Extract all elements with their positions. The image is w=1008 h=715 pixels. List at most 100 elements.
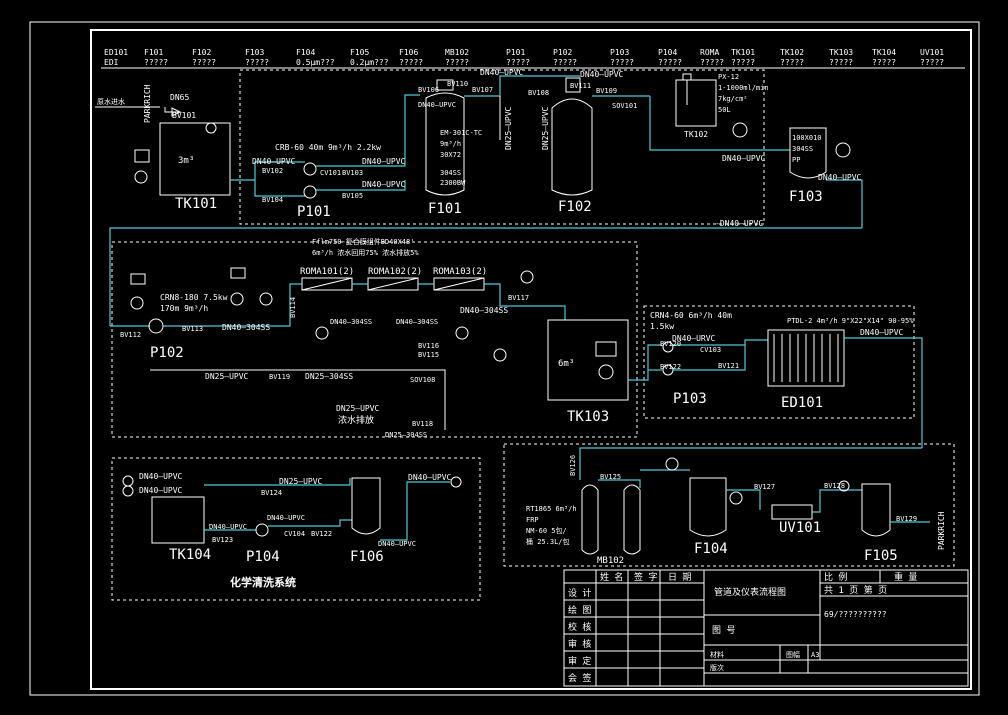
chem-return	[204, 478, 351, 486]
p104-label: P104	[246, 549, 280, 565]
bv123-label: BV123	[212, 536, 233, 544]
tk103-label: TK103	[567, 409, 609, 425]
gauge-ro-2	[493, 348, 507, 362]
bv129-label: BV129	[896, 515, 917, 523]
tb-scale: 比 例	[824, 571, 847, 583]
f103-label: F103	[789, 189, 823, 205]
dn40-chem-3: DN40—UPVC	[209, 523, 247, 531]
header-tag-4: F104	[296, 48, 315, 57]
header-desc-14: ?????	[780, 58, 804, 67]
header-tag-2: F102	[192, 48, 211, 57]
header-desc-3: ?????	[245, 58, 269, 67]
bv125-label: BV125	[600, 473, 621, 481]
header-tag-1: F101	[144, 48, 163, 57]
ro-spec-2: 6m³/h 浓水回用75% 浓水排放5%	[312, 248, 419, 257]
gauge-p102-1	[130, 296, 144, 310]
flow-meter-2	[455, 326, 469, 340]
tb-row-2: 校 核	[568, 621, 591, 633]
ed101-spec: PTDL-2 4m³/h 9"X22"X14" 90-95%	[787, 317, 914, 325]
header-tag-11: P104	[658, 48, 677, 57]
to-f103-pipe	[649, 96, 790, 151]
header-tag-5: F105	[350, 48, 369, 57]
bv107-label: BV107	[472, 86, 493, 94]
bv122-chem-label: BV122	[311, 530, 332, 538]
header-desc-5: 0.2μm???	[350, 58, 389, 67]
pump-p101-a	[303, 162, 317, 176]
f106-label: F106	[350, 549, 384, 565]
tk102-motor	[682, 73, 692, 81]
header-desc-7: ?????	[445, 58, 469, 67]
f101-spec-2: 9m³/h	[440, 140, 461, 148]
p102-discharge	[163, 283, 302, 327]
f101-spec-5: 2300BW	[440, 179, 466, 187]
parkrich-1: PARKRICH	[143, 84, 152, 123]
p103-label: P103	[673, 391, 707, 407]
bv117-label: BV117	[508, 294, 529, 302]
flow-meter-1	[315, 326, 329, 340]
pump-p104	[255, 523, 269, 537]
dn40-304-b: DN40—304SS	[460, 306, 508, 315]
f103-spec-2: 304SS	[792, 145, 813, 153]
dn40-top-2: DN40—UPVC	[580, 70, 624, 79]
bv115-label: BV115	[418, 351, 439, 359]
f106-out	[380, 481, 450, 541]
tb-col-sign: 签 字	[634, 571, 657, 583]
f103-spec-1: 100X010	[792, 134, 822, 142]
tk102-label: TK102	[684, 130, 708, 139]
bv106-label: BV106	[418, 86, 439, 94]
tb-company: 69/??????????	[824, 610, 887, 619]
dn40-chem-4: DN40—UPVC	[267, 514, 305, 522]
tb-drawing-no: 图 号	[712, 625, 735, 636]
tk102-tank	[675, 79, 717, 127]
bv-mb: BV126	[569, 455, 577, 476]
dn40-304-c: DN40—304SS	[330, 318, 372, 326]
bv127-label: BV127	[754, 483, 775, 491]
bv124-label: BV124	[261, 489, 282, 497]
ed101-stack	[767, 329, 845, 387]
tk103-level	[598, 364, 614, 380]
bv121-label: BV121	[718, 362, 739, 370]
bv120-label: BV120	[660, 340, 681, 348]
bv103-label: BV103	[342, 169, 363, 177]
sov108-label: SOV108	[410, 376, 435, 384]
tb-col-name: 姓 名	[600, 571, 623, 583]
bv110-label: BV110	[447, 80, 468, 88]
dn25-v-2: DN25—UPVC	[541, 106, 550, 150]
roma102-diag	[367, 277, 419, 291]
chem-outlet	[450, 476, 462, 488]
f102-vessel	[551, 98, 593, 196]
f101-head	[436, 79, 454, 91]
bv118-label: BV118	[412, 420, 433, 428]
gauge-uv	[838, 480, 850, 492]
outer-border	[29, 21, 980, 696]
tk101-capacity: 3m³	[178, 156, 194, 166]
bv101-label: BV101	[172, 111, 196, 120]
header-desc-9: ?????	[553, 58, 577, 67]
dn40-chem-1: DN40—UPVC	[139, 472, 183, 481]
dn40-label-6: DN40—UPVC	[818, 173, 862, 182]
roma103-diag	[433, 277, 485, 291]
bv119-label: BV119	[269, 373, 290, 381]
f103-vessel	[789, 127, 827, 179]
p103-suction	[628, 344, 662, 381]
header-tag-12: ROMA	[700, 48, 719, 57]
sov101-label: SOV101	[612, 102, 637, 110]
f101-out-pipe	[464, 75, 580, 97]
dn25-304-label: DN25—304SS	[305, 372, 353, 381]
cv101-label: CV101	[320, 169, 341, 177]
dn40-304-d: DN40—304SS	[396, 318, 438, 326]
bv105-label: BV105	[342, 192, 363, 200]
f101-vessel	[425, 92, 465, 196]
bv128-label: BV128	[824, 482, 845, 490]
tb-row-5: 会 签	[568, 672, 591, 684]
f105-label: F105	[864, 548, 898, 564]
header-tag-14: TK102	[780, 48, 804, 57]
header-desc-17: ?????	[920, 58, 944, 67]
px12-4: 50L	[718, 106, 731, 114]
p102-label: P102	[150, 345, 184, 361]
header-tag-3: F103	[245, 48, 264, 57]
pressure-gauge-1	[732, 122, 748, 138]
header-tag-6: F106	[399, 48, 418, 57]
polish-box	[503, 443, 955, 567]
